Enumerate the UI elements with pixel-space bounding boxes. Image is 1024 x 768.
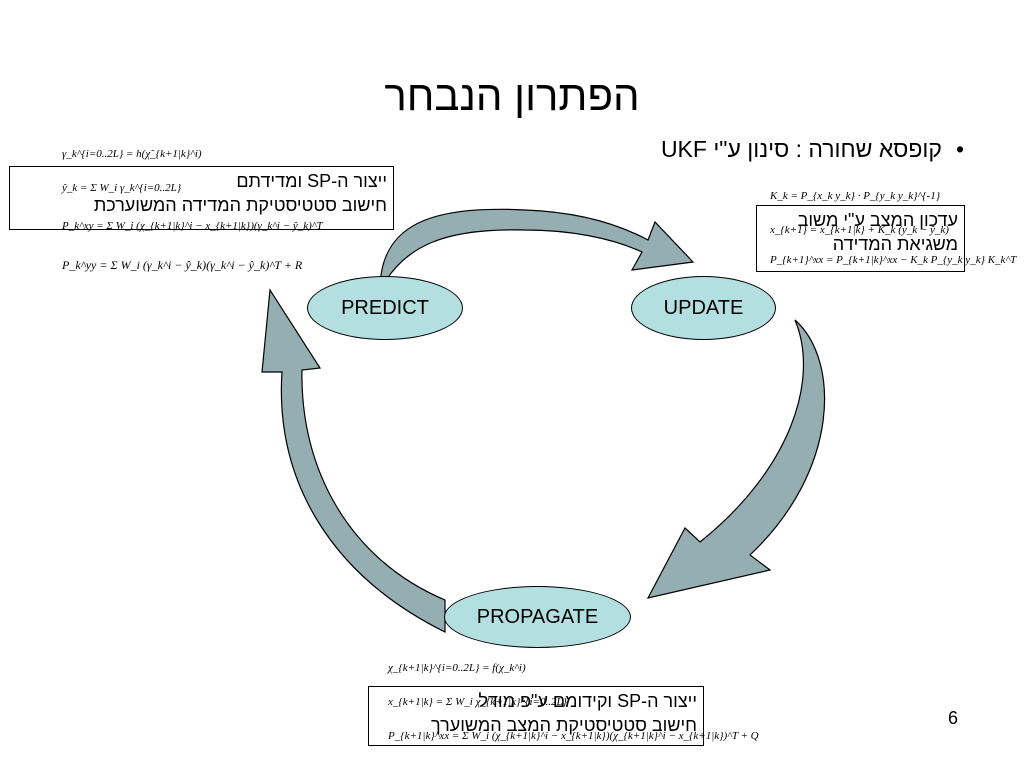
update-formula-1: K_k = P_{x_k y_k} · P_{y_k y_k}^{-1} (770, 190, 941, 202)
predict-box-line-1: ייצור ה-SP ומדידתם (236, 171, 387, 191)
predict-node: PREDICT (307, 276, 463, 340)
predict-node-label: PREDICT (341, 296, 429, 319)
predict-to-update-arrow (379, 208, 695, 293)
propagate-description-box: ייצור ה-SP וקידומם ע"פ מודל חישוב סטטיסט… (368, 686, 704, 746)
predict-formula-2: ŷ_k = Σ W_i γ_k^{i=0..2L} (62, 182, 182, 194)
propagate-node: PROPAGATE (444, 586, 631, 648)
bullet-text: קופסא שחורה : סינון ע"י UKF (660, 136, 942, 162)
bullet-icon: • (955, 136, 964, 162)
predict-box-line-2: חישוב סטטיסטיקת המדידה המשוערכת (93, 195, 387, 215)
update-to-propagate-arrow (646, 319, 826, 599)
update-node-label: UPDATE (663, 296, 744, 319)
update-description-box: עדכון המצב ע"י משוב משגיאת המדידה (756, 205, 965, 272)
update-node: UPDATE (631, 276, 776, 340)
propagate-box-line-1: ייצור ה-SP וקידומם ע"פ מודל (478, 691, 697, 711)
update-formula-3: P_{k+1}^xx = P_{k+1|k}^xx − K_k P_{y_k y… (770, 254, 1017, 266)
slide-title: הפתרון הנבחר (384, 72, 640, 119)
predict-formula-4: P_k^yy = Σ W_i (γ_k^i − ŷ_k)(γ_k^i − ŷ_k… (62, 258, 303, 272)
predict-description-box: ייצור ה-SP ומדידתם חישוב סטטיסטיקת המדיד… (9, 166, 394, 230)
page-number: 6 (948, 708, 959, 728)
propagate-node-label: PROPAGATE (476, 605, 599, 628)
propagate-box-line-2: חישוב סטטיסטיקת המצב המשוערך (431, 715, 697, 735)
bullet-item: • קופסא שחורה : סינון ע"י UKF (661, 136, 964, 163)
propagate-formula-3: P_{k+1|k}^xx = Σ W_i (χ_{k+1|k}^i − x_{k… (388, 730, 759, 742)
update-box-line-2: משגיאת המדידה (832, 234, 958, 254)
update-box-line-1: עדכון המצב ע"י משוב (797, 210, 958, 230)
predict-formula-1: γ_k^{i=0..2L} = h(χ̃_{k+1|k}^i) (62, 148, 202, 160)
propagate-formula-1: χ_{k+1|k}^{i=0..2L} = f(χ_k^i) (388, 662, 526, 674)
propagate-formula-2: x_{k+1|k} = Σ W_i χ_{k+1|k}^{i=0..2L} (388, 696, 567, 708)
update-formula-2: x_{k+1} = x_{k+1|k} + K_k (y_k − ŷ_k) (770, 224, 949, 236)
propagate-to-predict-arrow (261, 288, 446, 633)
